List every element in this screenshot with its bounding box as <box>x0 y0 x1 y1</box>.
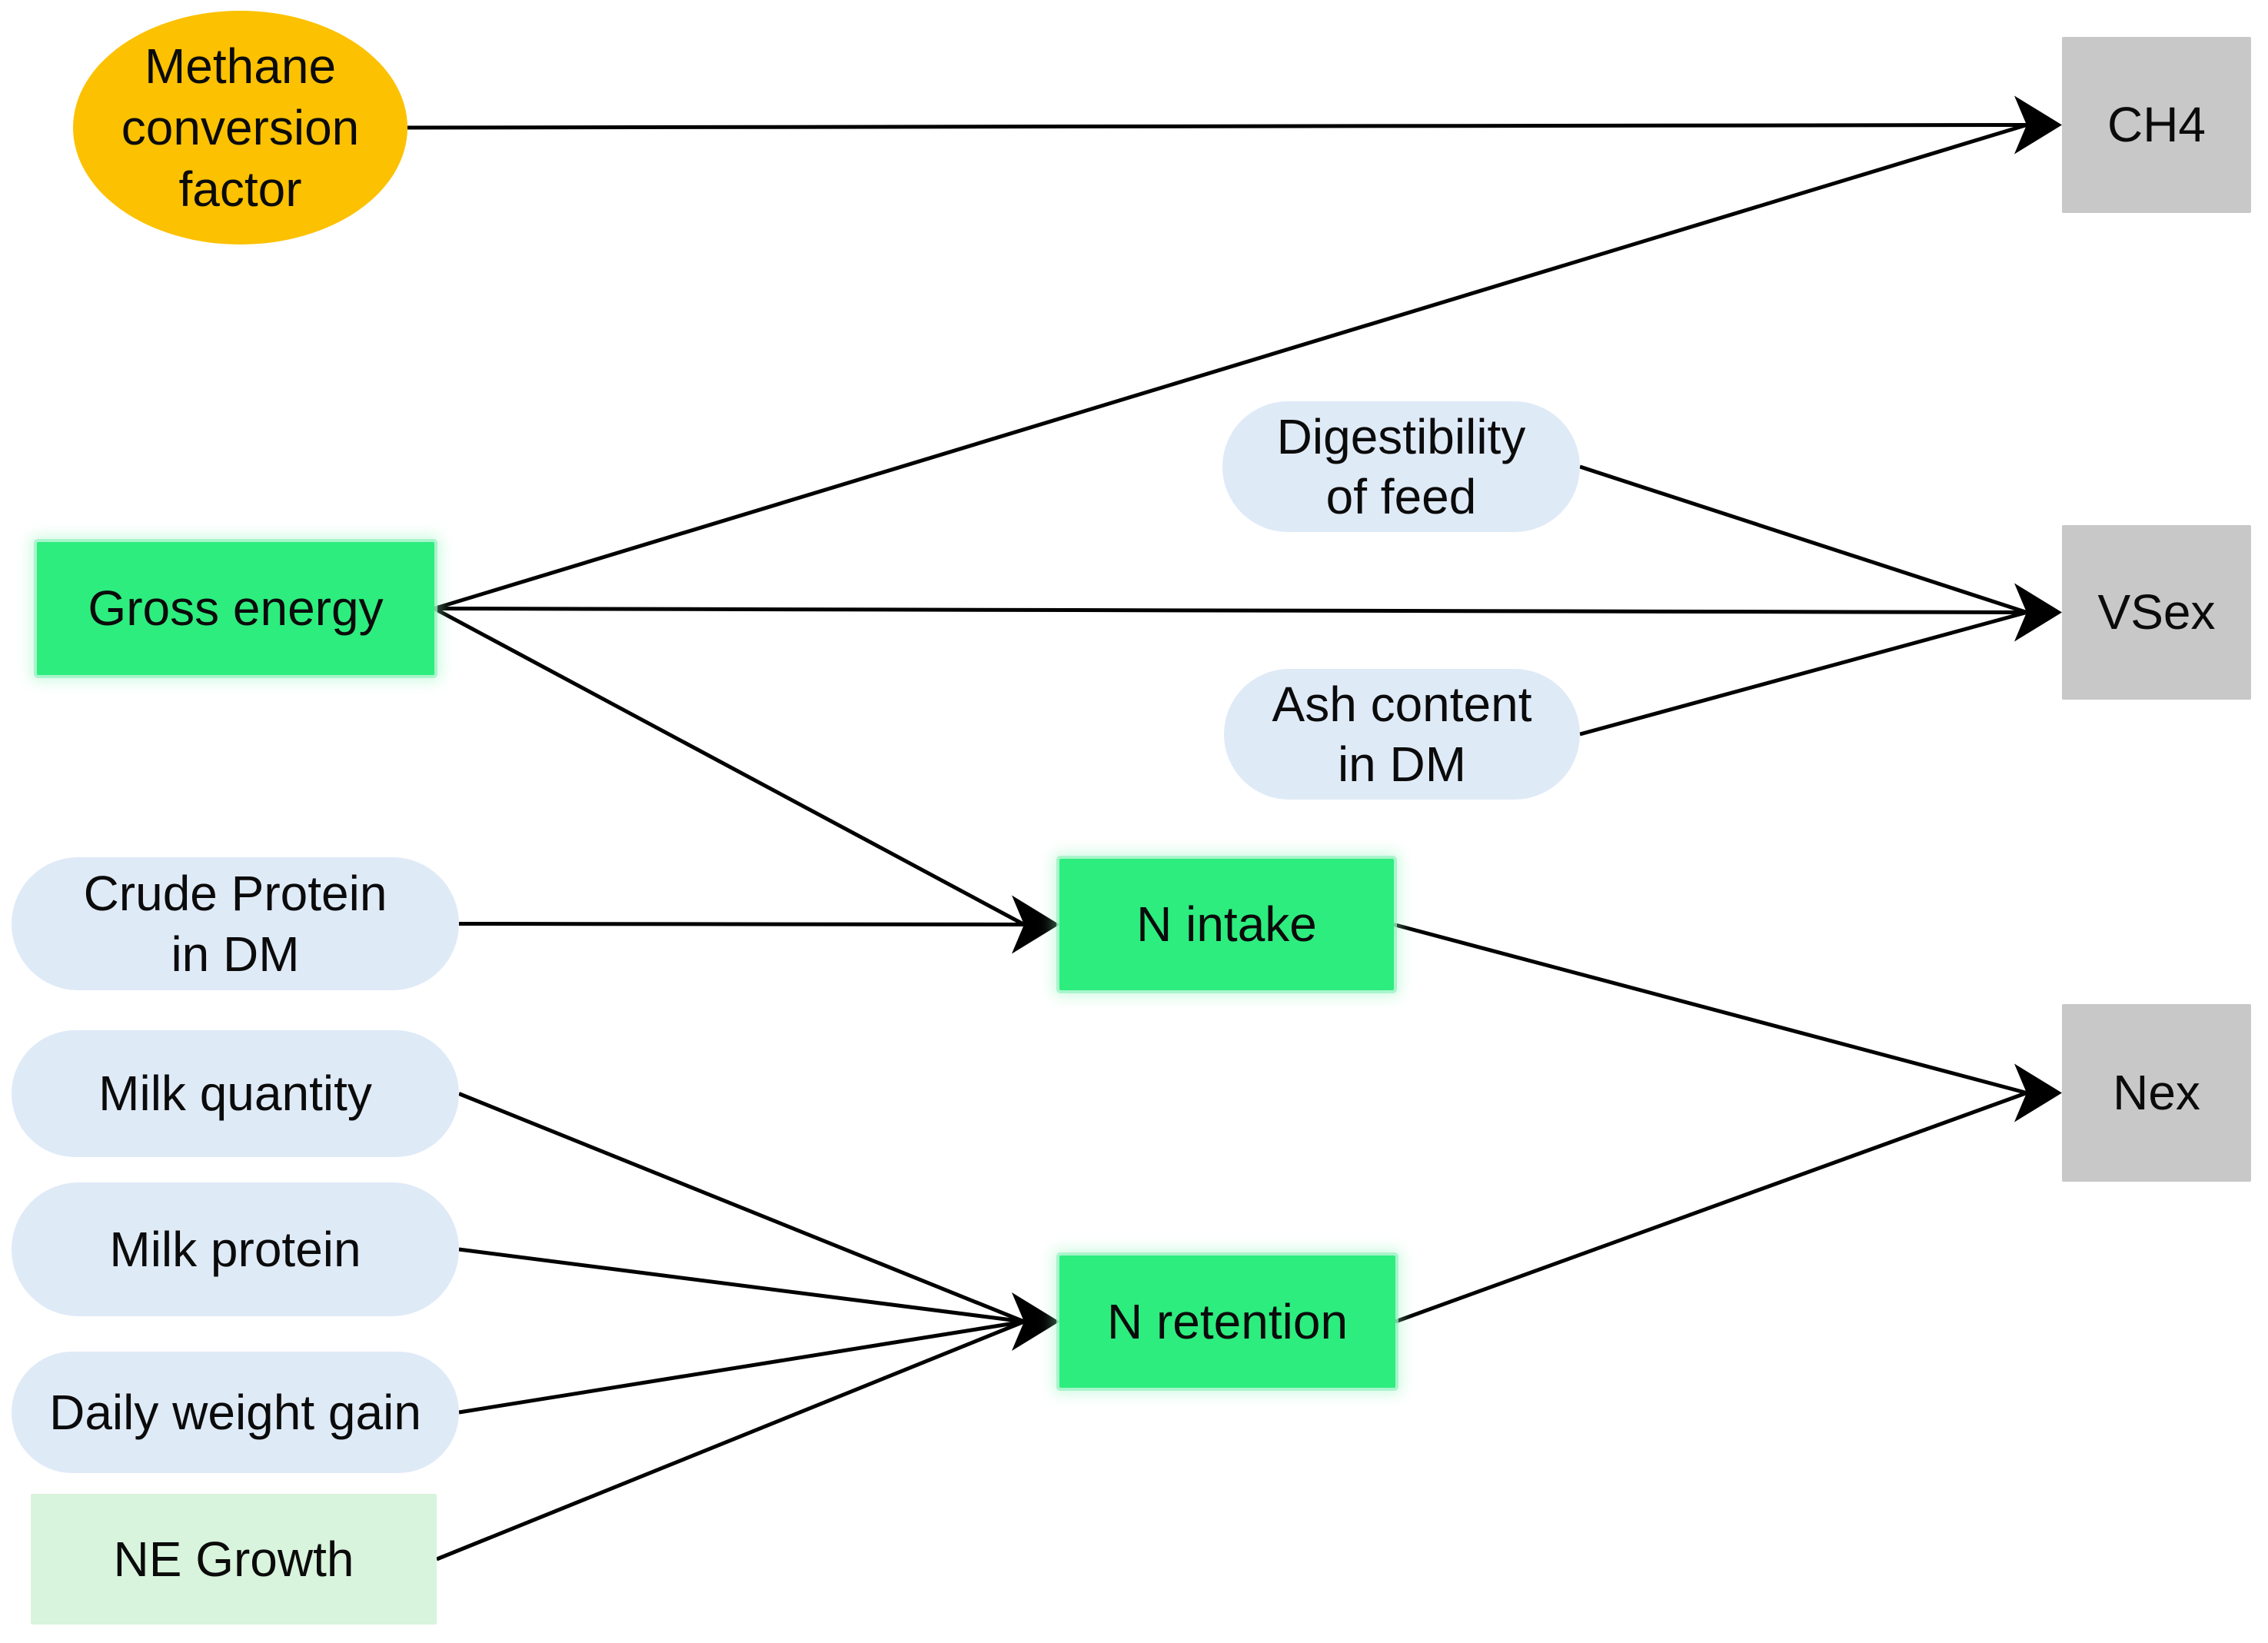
node-milk-protein: Milk protein <box>12 1182 459 1316</box>
edge-gross-energy-to-vsex <box>434 607 2027 614</box>
edge-n-intake-to-nex <box>1393 923 2027 1095</box>
node-milk-quantity: Milk quantity <box>12 1030 459 1157</box>
edge-ne-growth-to-n-retention <box>436 1319 1025 1562</box>
node-vsex-output: VSex <box>2062 525 2251 700</box>
edge-n-retention-to-nex <box>1395 1091 2027 1324</box>
node-crude-protein-in-dm: Crude Protein in DM <box>12 857 459 990</box>
edge-methane-conversion-factor-to-ch4 <box>407 123 2027 130</box>
edge-gross-energy-to-n-intake <box>433 607 1026 926</box>
edge-milk-protein-to-n-retention <box>458 1247 1025 1324</box>
node-nex-output: Nex <box>2062 1004 2251 1182</box>
node-n-intake: N intake <box>1059 859 1394 990</box>
arrowhead-into-ch4 <box>2014 95 2062 155</box>
edge-ash-content-in-dm-to-vsex <box>1579 610 2027 737</box>
node-digestibility-of-feed: Digestibility of feed <box>1222 401 1580 532</box>
arrowhead-into-nex <box>2014 1063 2062 1122</box>
edge-gross-energy-to-ch4 <box>434 123 2027 610</box>
node-daily-weight-gain: Daily weight gain <box>12 1352 459 1473</box>
arrowhead-into-n-intake <box>1012 895 1059 954</box>
edge-daily-weight-gain-to-n-retention <box>458 1319 1025 1415</box>
node-n-retention: N retention <box>1059 1256 1395 1388</box>
edge-crude-protein-in-dm-to-n-intake <box>458 922 1025 926</box>
node-ne-growth: NE Growth <box>31 1494 437 1625</box>
arrowhead-into-vsex <box>2014 583 2062 642</box>
edge-digestibility-of-feed-to-vsex <box>1579 464 2027 614</box>
edge-milk-quantity-to-n-retention <box>458 1092 1025 1324</box>
node-ch4-output: CH4 <box>2062 37 2251 213</box>
node-gross-energy: Gross energy <box>37 542 434 675</box>
arrowhead-into-n-retention <box>1012 1292 1059 1351</box>
node-methane-conversion-factor: Methane conversion factor <box>73 11 407 244</box>
node-ash-content-in-dm: Ash content in DM <box>1224 669 1580 800</box>
